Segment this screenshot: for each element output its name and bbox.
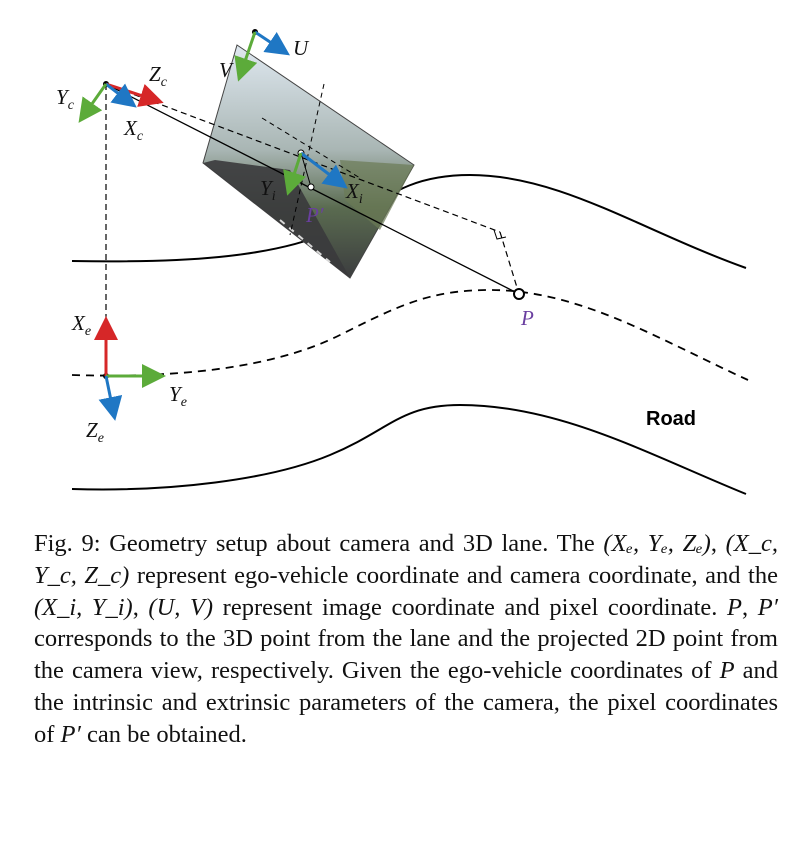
label-u: U	[293, 36, 310, 60]
xc-axis	[105, 82, 137, 108]
p-prime-point	[307, 183, 315, 191]
label-xi: Xi	[345, 179, 363, 207]
ze-axis	[98, 375, 123, 421]
lane-center-dashed	[71, 289, 749, 381]
image-plane	[202, 44, 415, 279]
label-p: P	[520, 306, 534, 330]
perp-dashed	[499, 231, 520, 295]
yi-axis	[283, 152, 306, 196]
yc-axis	[78, 83, 108, 123]
figure-caption: Fig. 9: Geometry setup about camera and …	[34, 530, 779, 748]
label-xe: Xe	[71, 311, 91, 339]
geometry-figure: Yc Zc Xc V U Yi Xi P′ P Xe Ye Ze Road	[56, 29, 749, 495]
road-lower-boundary	[71, 403, 747, 495]
label-p-prime: P′	[305, 203, 324, 227]
zc-axis	[105, 82, 164, 107]
optical-axis-dashed	[105, 83, 501, 233]
road-upper-boundary	[71, 173, 747, 269]
image-center-line	[300, 152, 312, 188]
label-ze: Ze	[86, 418, 104, 446]
xi-axis	[300, 151, 348, 189]
label-v: V	[219, 58, 234, 82]
label-yc: Yc	[56, 85, 75, 113]
v-axis	[234, 31, 258, 82]
label-road: Road	[646, 408, 696, 430]
label-xc: Xc	[123, 116, 144, 144]
label-yi: Yi	[260, 176, 276, 204]
label-ye: Ye	[169, 382, 187, 410]
p-point	[513, 288, 525, 300]
u-axis	[254, 30, 290, 56]
label-zc: Zc	[149, 62, 168, 90]
right-angle-mark	[493, 229, 507, 240]
